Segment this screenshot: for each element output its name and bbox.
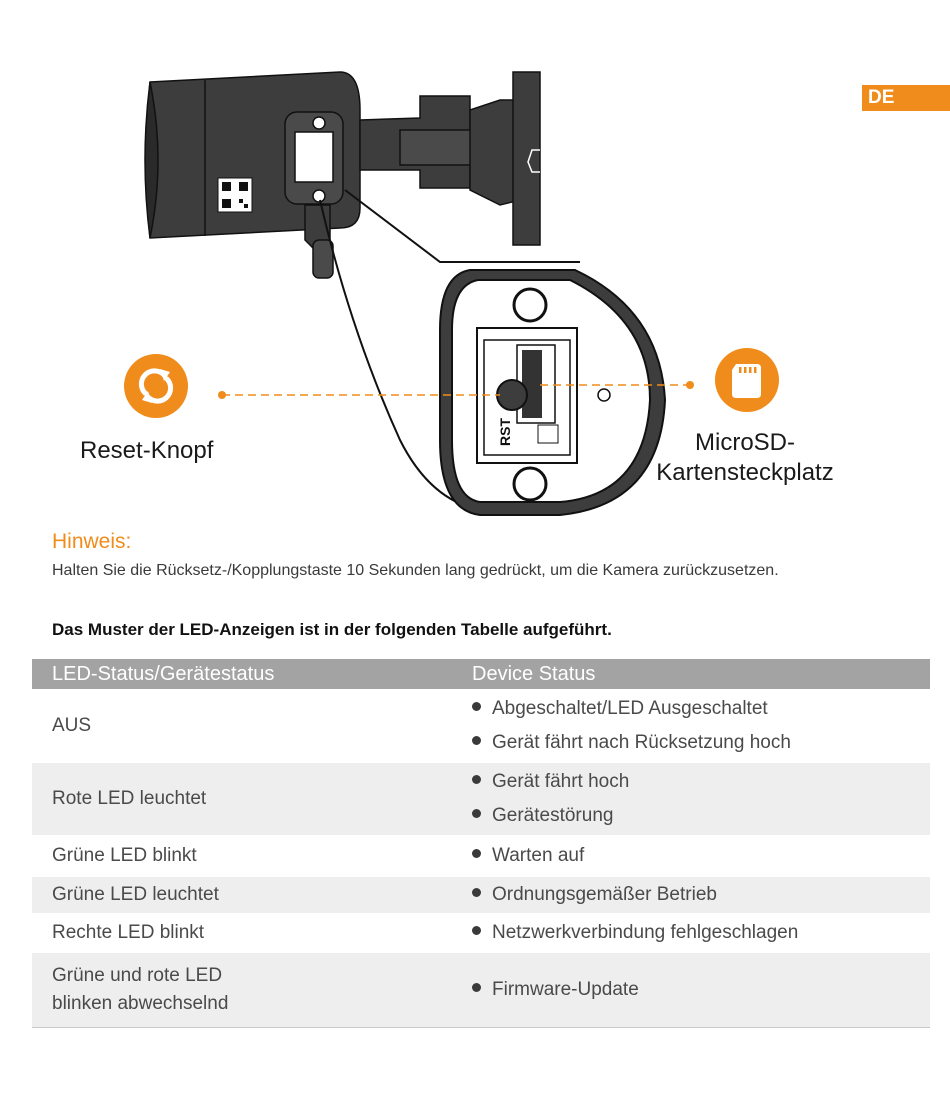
status-cell: Warten auf: [452, 835, 930, 877]
table-row: Grüne LED blinkt Warten auf: [32, 835, 930, 877]
status-item: Gerät fährt hoch: [472, 765, 930, 799]
table-row: Grüne LED leuchtet Ordnungsgemäßer Betri…: [32, 877, 930, 913]
qr-code-icon: [217, 177, 253, 213]
microsd-label-line2: Kartensteckplatz: [656, 459, 834, 486]
status-item: Gerät fährt nach Rücksetzung hoch: [472, 726, 930, 760]
status-item: Netzwerkverbindung fehlgeschlagen: [472, 916, 930, 950]
led-cell: Grüne LED blinkt: [32, 835, 452, 877]
led-cell: Grüne und rote LED blinken abwechselnd: [32, 953, 452, 1027]
microsd-slot-label: MicroSD- Kartensteckplatz: [645, 428, 845, 488]
status-item: Abgeschaltet/LED Ausgeschaltet: [472, 692, 930, 726]
camera-diagram: RST: [124, 71, 779, 516]
table-row: Rechte LED blinkt Netzwerkverbindung feh…: [32, 913, 930, 953]
language-tab: DE: [862, 85, 950, 111]
led-cell: Grüne LED leuchtet: [32, 877, 452, 913]
status-item: Ordnungsgemäßer Betrieb: [472, 878, 930, 912]
led-cell: AUS: [32, 689, 452, 763]
sd-card-icon: [715, 348, 779, 412]
status-cell: Abgeschaltet/LED Ausgeschaltet Gerät fäh…: [452, 689, 930, 763]
status-item: Firmware-Update: [472, 973, 930, 1007]
rst-label: RST: [497, 418, 513, 446]
led-cell: Rote LED leuchtet: [32, 763, 452, 835]
led-cell-line1: Grüne und rote LED: [52, 964, 223, 986]
table-row: Grüne und rote LED blinken abwechselnd F…: [32, 953, 930, 1027]
table-intro: Das Muster der LED-Anzeigen ist in der f…: [52, 620, 612, 639]
status-cell: Firmware-Update: [452, 953, 930, 1027]
table-header-row: LED-Status/Gerätestatus Device Status: [32, 659, 930, 689]
led-cell: Rechte LED blinkt: [32, 913, 452, 953]
status-cell: Gerät fährt hoch Gerätestörung: [452, 763, 930, 835]
refresh-icon: [124, 354, 188, 418]
led-cell-line2: blinken abwechselnd: [52, 992, 229, 1014]
note-text: Halten Sie die Rücksetz-/Kopplungstaste …: [52, 562, 779, 579]
note-heading: Hinweis:: [52, 530, 132, 553]
status-item: Warten auf: [472, 839, 930, 873]
reset-button-label: Reset-Knopf: [80, 437, 214, 464]
header-device-status: Device Status: [452, 659, 930, 689]
header-led-status: LED-Status/Gerätestatus: [32, 659, 452, 689]
table-row: AUS Abgeschaltet/LED Ausgeschaltet Gerät…: [32, 689, 930, 763]
status-item: Gerätestörung: [472, 799, 930, 833]
status-cell: Netzwerkverbindung fehlgeschlagen: [452, 913, 930, 953]
led-status-table: LED-Status/Gerätestatus Device Status AU…: [32, 659, 930, 1028]
microsd-label-line1: MicroSD-: [695, 429, 795, 456]
table-row: Rote LED leuchtet Gerät fährt hoch Gerät…: [32, 763, 930, 835]
status-cell: Ordnungsgemäßer Betrieb: [452, 877, 930, 913]
